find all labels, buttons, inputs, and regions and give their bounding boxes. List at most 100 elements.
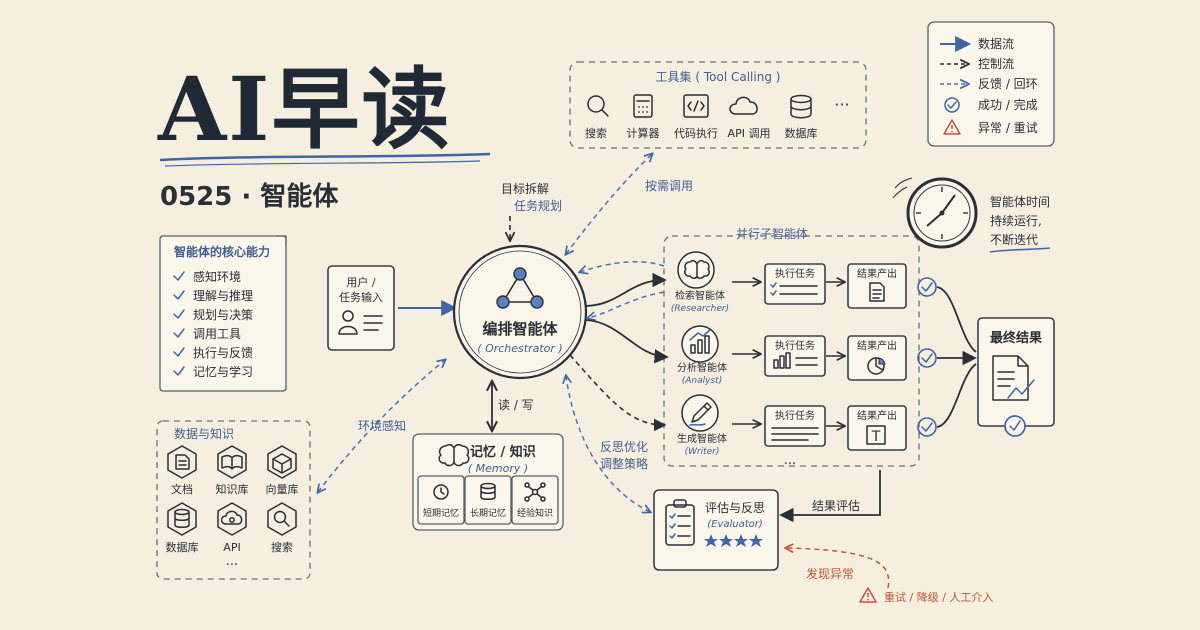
tool-label-calculator: 计算器 — [627, 126, 660, 140]
capabilities-card: 智能体的核心能力 感知环境 理解与推理 规划与决策 调用工具 执行与反馈 记忆与… — [159, 235, 287, 392]
final-result-title: 最终结果 — [990, 330, 1042, 346]
env-perception-label: 环境感知 — [358, 418, 406, 433]
orchestrator-ring — [452, 244, 588, 380]
writer-result-box — [847, 405, 907, 451]
tool-label-api: API 调用 — [728, 127, 771, 140]
brain-icon — [684, 259, 710, 279]
legend-label-feedback: 反馈 / 回环 — [978, 77, 1038, 91]
orch-to-analyst-arrow — [585, 319, 669, 364]
tool-label-code: 代码执行 — [674, 126, 718, 140]
writer-task-label: 执行任务 — [775, 409, 815, 422]
user-input-card: 用户 / 任务输入 — [327, 265, 395, 351]
data-knowledge-more: ··· — [226, 558, 238, 573]
book-icon — [221, 454, 243, 470]
results-to-final-arrow-3 — [936, 363, 977, 428]
results-to-final-arrow-1 — [936, 286, 977, 353]
warning-icon — [859, 587, 877, 603]
analyst-en: (Analyst) — [682, 376, 722, 386]
document-icon — [869, 282, 885, 302]
analyst-result-label: 结果产出 — [857, 339, 897, 352]
user-input-line1: 用户 / — [346, 275, 375, 289]
capabilities-frame — [159, 235, 287, 392]
title-underline — [159, 152, 491, 162]
star-icon — [749, 534, 763, 547]
legend-label-error: 异常 / 重试 — [978, 120, 1038, 135]
writer-row: 生成智能体 (Writer) 执行任务 结果产出 T — [677, 394, 907, 457]
checklist-icon — [770, 282, 818, 296]
tools-more: ··· — [834, 95, 849, 114]
results-to-evaluator-arrow — [779, 470, 881, 523]
anomaly-label: 发现异常 — [806, 566, 854, 581]
check-icon — [173, 366, 185, 376]
capabilities-list: 感知环境 理解与推理 规划与决策 调用工具 执行与反馈 记忆与学习 — [173, 269, 253, 379]
text-t-icon: T — [866, 425, 886, 445]
evaluator-name: 评估与反思 — [705, 501, 765, 515]
orchestrator-name: 编排智能体 — [482, 320, 558, 338]
document-icon — [175, 454, 190, 470]
tools-call-arrow — [566, 154, 652, 254]
clock-note-line3: 不断迭代 — [990, 232, 1038, 247]
check-icon — [173, 328, 185, 338]
data-label-search: 搜索 — [271, 540, 293, 554]
user-input-frame — [327, 265, 395, 351]
evaluator-card: 评估与反思 (Evaluator) — [653, 489, 779, 571]
writer-en: (Writer) — [685, 447, 720, 457]
database-icon — [480, 482, 496, 500]
legend: 数据流 控制流 反馈 / 回环 成功 / 完成 异常 / 重试 — [927, 21, 1055, 147]
check-icon — [173, 271, 185, 281]
report-icon — [992, 355, 1035, 401]
data-label-api: API — [223, 541, 240, 554]
legend-label-data-flow: 数据流 — [978, 36, 1014, 51]
clock-note-line1: 智能体时间 — [990, 194, 1050, 209]
clock-illustration — [892, 177, 978, 249]
user-input-line2: 任务输入 — [339, 290, 383, 304]
tools-call-label: 按需调用 — [645, 179, 693, 193]
evaluator-en: (Evaluator) — [707, 519, 763, 530]
clipboard-icon — [665, 499, 695, 546]
memory-title: 记忆 / 知识 — [470, 444, 536, 460]
database-icon — [790, 94, 812, 119]
code-icon — [683, 94, 709, 118]
magnifier-icon — [587, 95, 609, 117]
user-icon — [338, 310, 383, 335]
researcher-row: 检索智能体 (Researcher) 执行任务 结果产出 — [671, 251, 907, 314]
tools-title: 工具集 ( Tool Calling ) — [656, 69, 781, 84]
evaluator-frame — [653, 489, 779, 571]
check-circle-icon — [917, 348, 937, 368]
read-write-label: 读 / 写 — [498, 398, 534, 412]
calculator-icon — [633, 94, 653, 118]
goal-line1: 目标拆解 — [501, 181, 549, 196]
database-icon — [174, 508, 190, 528]
orch-to-researcher-arrow — [585, 272, 667, 307]
memory-en: ( Memory ) — [468, 462, 528, 475]
check-circle-icon — [917, 417, 937, 437]
capability-item: 记忆与学习 — [193, 364, 253, 379]
agents-to-orch-feedback — [580, 261, 665, 272]
writer-name: 生成智能体 — [677, 432, 727, 445]
text-lines-icon — [771, 427, 819, 441]
memory-label-experience: 经验知识 — [517, 507, 553, 519]
legend-label-success: 成功 / 完成 — [978, 97, 1038, 112]
analyst-name: 分析智能体 — [677, 361, 727, 374]
check-icon — [173, 290, 185, 300]
goal-line2: 任务规划 — [514, 198, 562, 213]
pie-chart-icon — [867, 357, 886, 375]
data-label-kb: 知识库 — [216, 482, 249, 496]
data-label-database: 数据库 — [166, 540, 199, 554]
network-icon — [496, 267, 544, 309]
legend-label-control-flow: 控制流 — [978, 57, 1014, 71]
anomaly-action: 重试 / 降级 / 人工介入 — [884, 590, 993, 604]
subtitle: 0525 · 智能体 — [160, 181, 339, 212]
orchestrator-node: 编排智能体 ( Orchestrator ) — [452, 244, 588, 380]
clock-ticks — [916, 187, 968, 239]
brain-icon — [438, 443, 470, 467]
capability-item: 理解与推理 — [193, 289, 253, 303]
researcher-result-box — [847, 263, 907, 309]
main-title: AI早读 — [157, 57, 451, 161]
bar-chart-icon — [689, 329, 711, 354]
memory-label-short: 短期记忆 — [423, 507, 459, 519]
memory-label-long: 长期记忆 — [470, 507, 506, 519]
orchestrator-en: ( Orchestrator ) — [477, 342, 562, 355]
researcher-task-label: 执行任务 — [775, 267, 815, 280]
